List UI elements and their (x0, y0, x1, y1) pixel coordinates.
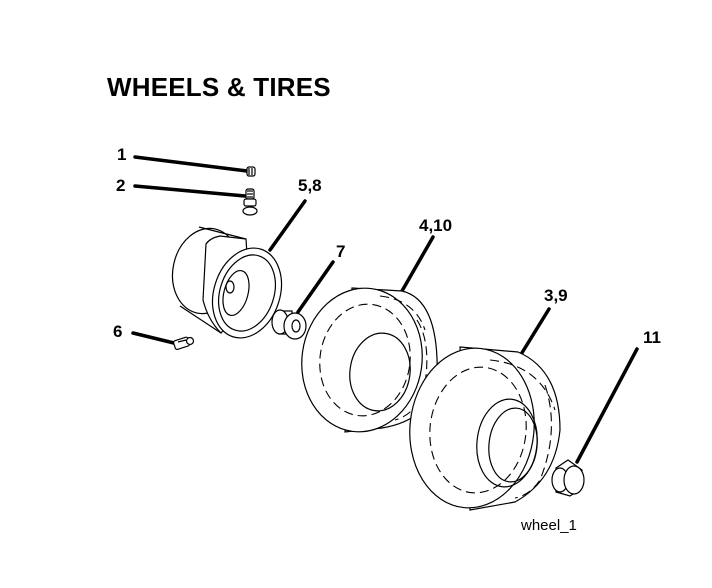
leader-7 (296, 260, 335, 314)
diagram-title: WHEELS & TIRES (107, 72, 331, 102)
leader-5-8 (268, 199, 307, 252)
drawing-id-caption: wheel_1 (521, 517, 577, 534)
rim-part (171, 226, 283, 339)
valve-stem-part (242, 188, 258, 216)
callout-5-8: 5,8 (298, 176, 322, 195)
hub-cap-part (551, 459, 585, 497)
callout-4-10: 4,10 (419, 216, 453, 235)
leader-11 (575, 347, 639, 464)
leader-3-9 (518, 307, 551, 358)
leader-1 (133, 155, 249, 173)
leader-6 (131, 331, 180, 346)
leader-2 (133, 184, 247, 198)
callout-1: 1 (117, 145, 127, 164)
grease-fitting-part (173, 336, 195, 350)
leader-4-10 (400, 235, 435, 293)
rear-tire-part (409, 346, 561, 511)
callout-3-9: 3,9 (544, 286, 568, 305)
valve-cap-part (246, 166, 256, 177)
callout-6: 6 (113, 322, 123, 341)
callout-11: 11 (643, 328, 661, 347)
callout-7: 7 (336, 242, 346, 261)
bushing-part (271, 309, 307, 340)
callout-2: 2 (116, 176, 126, 195)
front-tire-part (301, 287, 438, 433)
